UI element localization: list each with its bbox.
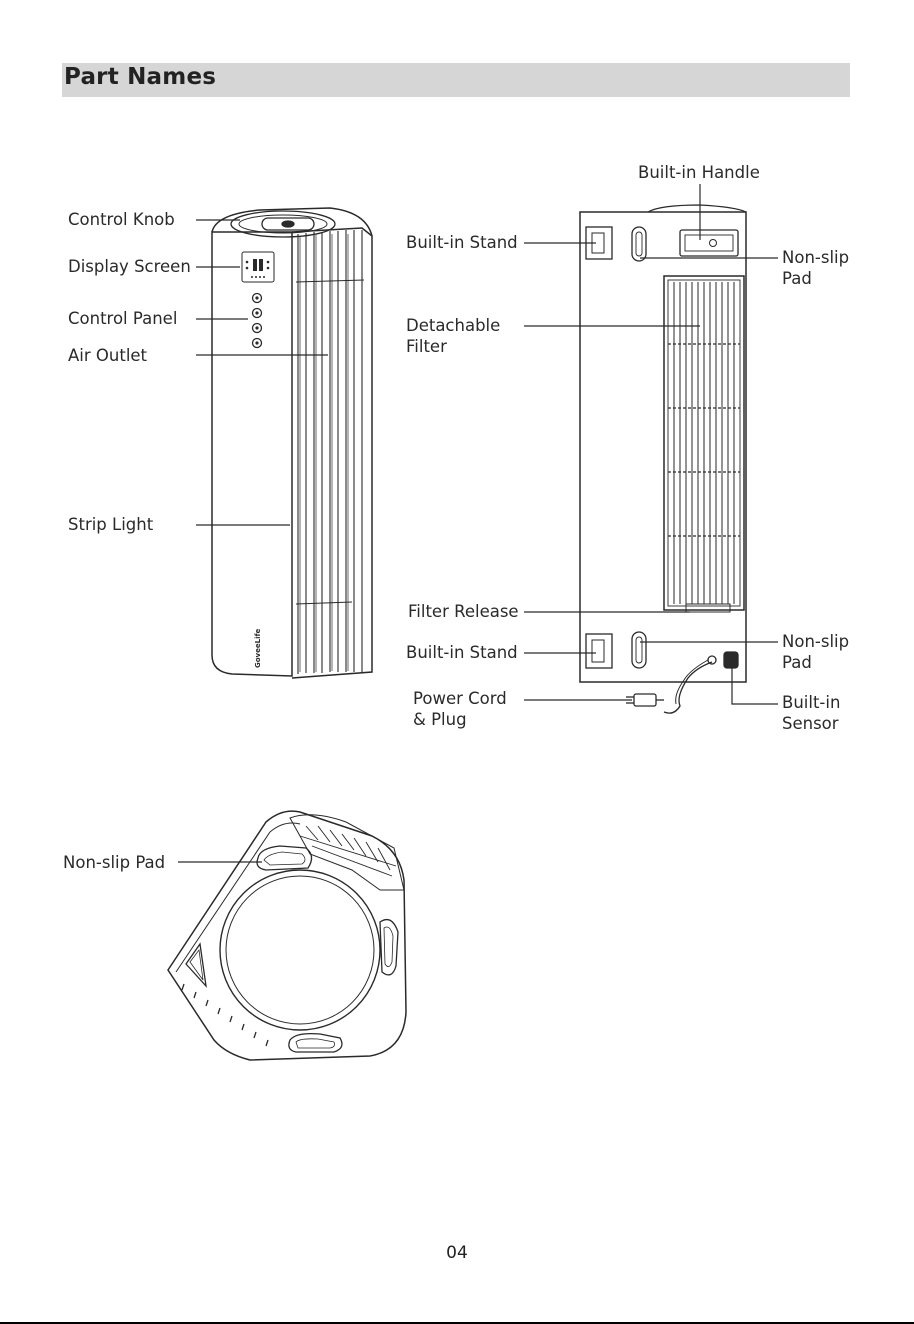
label-bottom-nonslip-pad: Non-slip Pad — [63, 852, 165, 873]
label-power-cord: Power Cord & Plug — [413, 688, 507, 730]
label-builtin-stand-bottom: Built-in Stand — [406, 642, 518, 663]
brand-logo: GoveeLife — [254, 628, 262, 668]
label-display-screen: Display Screen — [68, 256, 191, 277]
label-air-outlet: Air Outlet — [68, 345, 147, 366]
page-number: 04 — [0, 1243, 914, 1263]
back-view-illustration — [580, 205, 746, 713]
label-detachable-filter: Detachable Filter — [406, 315, 500, 357]
bottom-view-illustration — [168, 811, 406, 1060]
label-nonslip-pad-top: Non-slip Pad — [782, 247, 849, 289]
label-control-panel: Control Panel — [68, 308, 177, 329]
label-builtin-handle: Built-in Handle — [638, 162, 760, 183]
label-builtin-stand-top: Built-in Stand — [406, 232, 518, 253]
label-builtin-sensor: Built-in Sensor — [782, 692, 840, 734]
front-view-illustration — [212, 208, 372, 678]
label-filter-release: Filter Release — [408, 601, 519, 622]
label-control-knob: Control Knob — [68, 209, 175, 230]
label-strip-light: Strip Light — [68, 514, 153, 535]
label-nonslip-pad-bottom: Non-slip Pad — [782, 631, 849, 673]
